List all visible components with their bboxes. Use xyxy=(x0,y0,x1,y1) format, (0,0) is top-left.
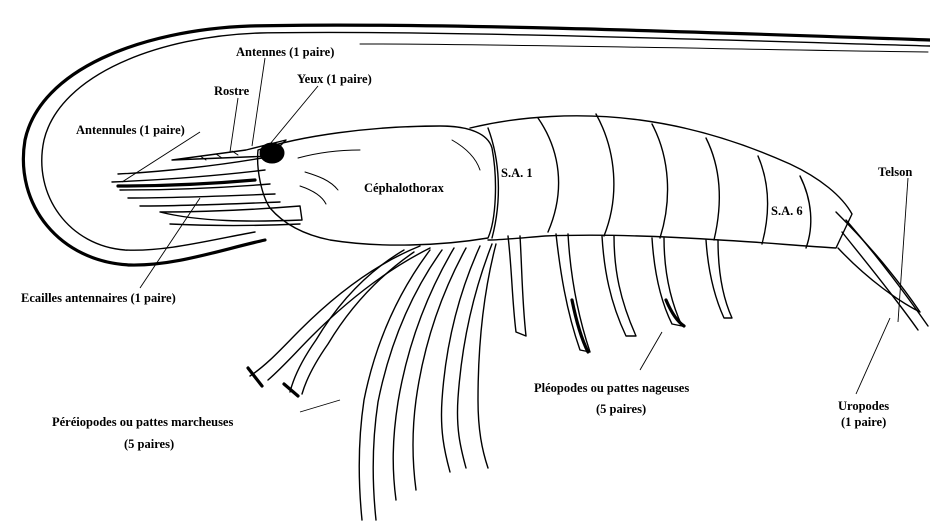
label-pleopodes-line1: Pléopodes ou pattes nageuses xyxy=(534,381,689,395)
label-sa6: S.A. 6 xyxy=(771,204,803,218)
label-uropodes-line1: Uropodes xyxy=(838,399,889,413)
pleopods-drawing xyxy=(508,234,732,352)
label-antennes: Antennes (1 paire) xyxy=(236,45,334,59)
label-rostre: Rostre xyxy=(214,84,250,98)
label-telson: Telson xyxy=(878,165,912,179)
label-pleopodes-line2: (5 paires) xyxy=(596,402,646,416)
label-antennules: Antennules (1 paire) xyxy=(76,123,185,137)
pereiopods-drawing xyxy=(248,244,496,520)
label-uropodes-line2: (1 paire) xyxy=(841,415,886,429)
label-pereiopodes-line1: Péréiopodes ou pattes marcheuses xyxy=(52,415,233,429)
label-pereiopodes-line2: (5 paires) xyxy=(124,437,174,451)
label-cephalothorax: Céphalothorax xyxy=(364,181,445,195)
label-yeux: Yeux (1 paire) xyxy=(297,72,372,86)
antennae-drawing xyxy=(23,25,930,265)
label-ecailles: Ecailles antennaires (1 paire) xyxy=(21,291,176,305)
label-sa1: S.A. 1 xyxy=(501,166,533,180)
abdomen-drawing xyxy=(470,114,928,330)
